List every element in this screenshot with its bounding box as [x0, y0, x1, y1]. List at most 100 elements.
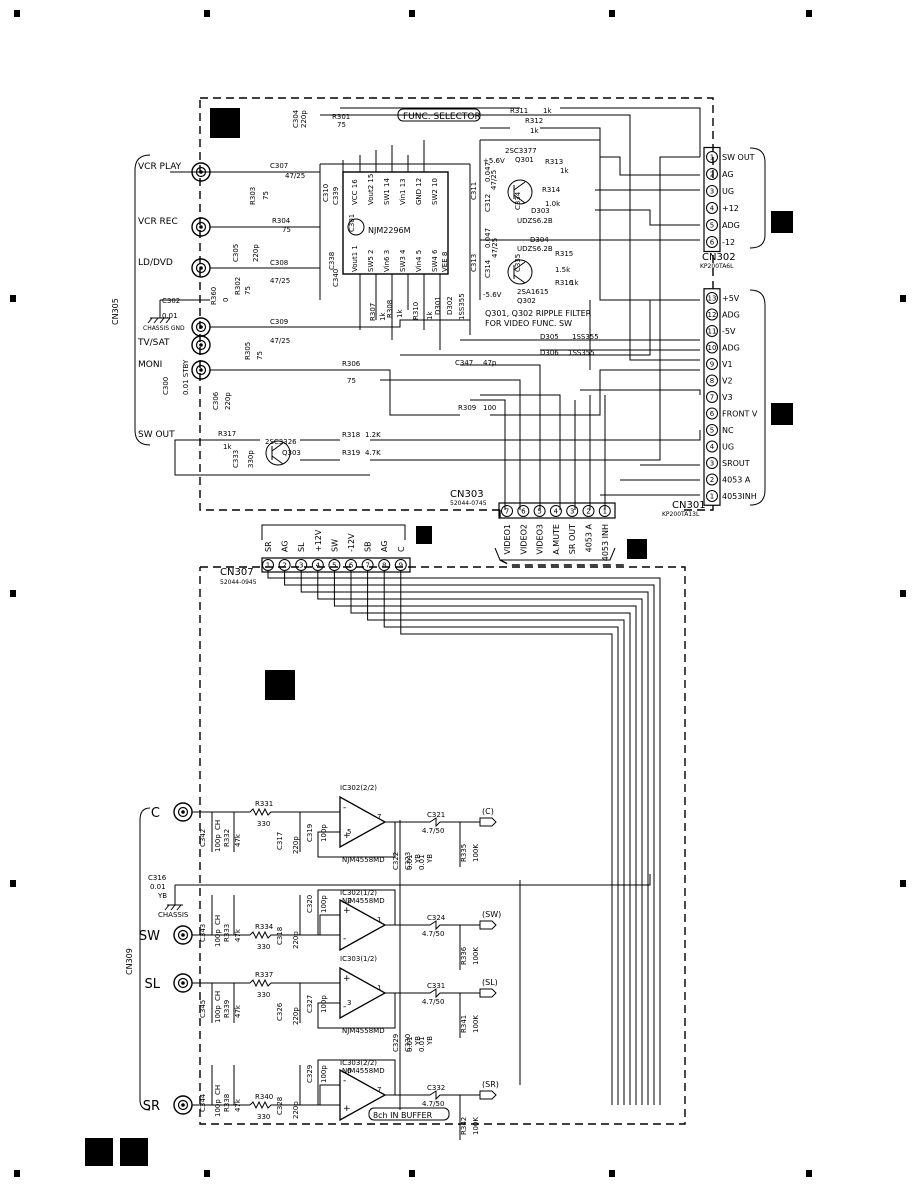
part-label-d306: D306: [540, 349, 559, 357]
ic-ref: IC302(2/2): [340, 784, 377, 792]
c-f-value: 100p: [320, 895, 328, 913]
pin-out: 1: [377, 984, 381, 992]
cn307-pin-2: [278, 559, 291, 571]
part-label-r305: R305: [244, 342, 252, 360]
pin-out: 7: [377, 1086, 381, 1094]
part-label-c304: C304: [292, 109, 300, 128]
part-label-r316: R316: [555, 279, 574, 287]
part-label-r303v: 75: [262, 191, 270, 200]
cn303-pin-label: SR OUT: [568, 524, 577, 554]
part-label-c333v: 330p: [247, 450, 255, 468]
cn307-pin-5: [328, 559, 341, 571]
r-in-value: 330: [257, 943, 270, 951]
cn307-pin-label: SB: [364, 541, 373, 552]
part-label-r313: R313: [545, 158, 563, 166]
transistor-q302: [507, 259, 533, 285]
part-label-r312: R312: [525, 117, 543, 125]
chassis-gnd-label: CHASSIS GND: [143, 325, 185, 332]
part-label-c302: C302: [162, 297, 180, 305]
cn303-pin-num: 7: [505, 508, 509, 516]
channel-signal: (SR): [482, 1080, 499, 1089]
cn307-pin-num: 9: [399, 562, 403, 570]
cn302-pin-label: +12: [722, 204, 739, 213]
cn301-pin-3: [706, 457, 718, 469]
cn307-pin-label: AG: [281, 540, 290, 552]
cn301-pin-label: SROUT: [722, 459, 750, 468]
c-y-value: 220p: [292, 931, 300, 949]
c-a-value: 100p: [214, 929, 222, 947]
cn302-part-label: KP200TA6L: [700, 263, 734, 270]
cn302-pin-label: -12: [722, 238, 735, 247]
r-in: R331: [255, 800, 273, 808]
part-label-c311: C311: [470, 182, 478, 200]
c-f-value: 100p: [320, 1065, 328, 1083]
part-label-q303n: Q303: [282, 449, 301, 457]
c-y: C317: [276, 832, 284, 850]
cn303-pin-4: [549, 505, 562, 517]
c-y: C328: [276, 1097, 284, 1115]
c-a-type: CH: [214, 991, 222, 1001]
jack-label: LD/DVD: [138, 258, 173, 268]
part-label-r319: R319: [342, 449, 360, 457]
cn307-pin-num: 5: [332, 562, 336, 570]
cn301-label: CN301: [672, 500, 706, 511]
part-label-r304: R304: [272, 217, 291, 225]
part-label-r360v: 0: [222, 298, 230, 302]
cn307-pin-num: 8: [382, 562, 386, 570]
r-out-value: 100K: [472, 844, 480, 862]
cn301-pin-num: 2: [710, 476, 714, 484]
part-label-d304: D304: [530, 236, 549, 244]
cn307-pin-label: SR: [264, 541, 273, 552]
cn307-pin-label: SL: [297, 542, 306, 552]
part-label-r301v: 75: [337, 121, 346, 129]
cn302-pin-2: [706, 168, 718, 180]
cn302-pin-3: [706, 185, 718, 197]
part-label-d301: D301: [434, 296, 442, 315]
jack-label: TV/SAT: [137, 338, 170, 348]
part-label-c306v: 220p: [224, 392, 232, 410]
channel-signal: (SW): [482, 910, 501, 919]
cn301-pin-num: 10: [708, 344, 717, 352]
c-a-type: CH: [214, 1085, 222, 1095]
c-out: C331: [427, 982, 445, 990]
ripple-note-1: Q301, Q302 RIPPLE FILTER: [485, 309, 592, 318]
transistor-q303: [265, 440, 291, 466]
part-label-c312v: 47/25: [490, 170, 498, 190]
c-f: C327: [306, 995, 314, 1013]
svg-text:YB: YB: [414, 1036, 422, 1046]
bottom-jack-label: SR: [143, 1099, 160, 1114]
c-out: C321: [427, 811, 445, 819]
cn303-pin-num: 4: [554, 508, 559, 516]
r-out-value: 100K: [472, 947, 480, 965]
c-y: C318: [276, 927, 284, 945]
cn301-pin-num: 12: [708, 311, 717, 319]
cn303-pin-num: 1: [603, 508, 607, 516]
cn307-pin-6: [345, 559, 357, 571]
cn303-pin-num: 3: [570, 508, 574, 516]
pin-a: 3: [347, 999, 351, 1007]
cn302-pin-4: [706, 202, 718, 214]
cn301-pin-4: [706, 440, 718, 453]
part-label-c305: C305: [232, 244, 240, 262]
cn302-pin-label: SW OUT: [722, 153, 755, 162]
buffer-label: 8ch IN BUFFER: [373, 1111, 433, 1120]
part-label-c335: C335: [514, 254, 522, 272]
cn303-pin-3: [566, 505, 579, 517]
opamp-minus: -: [343, 934, 346, 944]
cn301-pin-label: V3: [722, 393, 733, 402]
c-f: C319: [306, 824, 314, 842]
cn307-label: CN307: [220, 567, 254, 578]
part-label-r317v: 1k: [223, 443, 232, 451]
cn302-pin-num: 5: [710, 222, 714, 230]
cn309-bracket: [139, 807, 151, 1111]
part-label-r313v: 1k: [560, 167, 569, 175]
chassis-ground-symbol: [147, 299, 210, 324]
r-in: R340: [255, 1093, 273, 1101]
svg-text:0.01: 0.01: [406, 854, 414, 870]
